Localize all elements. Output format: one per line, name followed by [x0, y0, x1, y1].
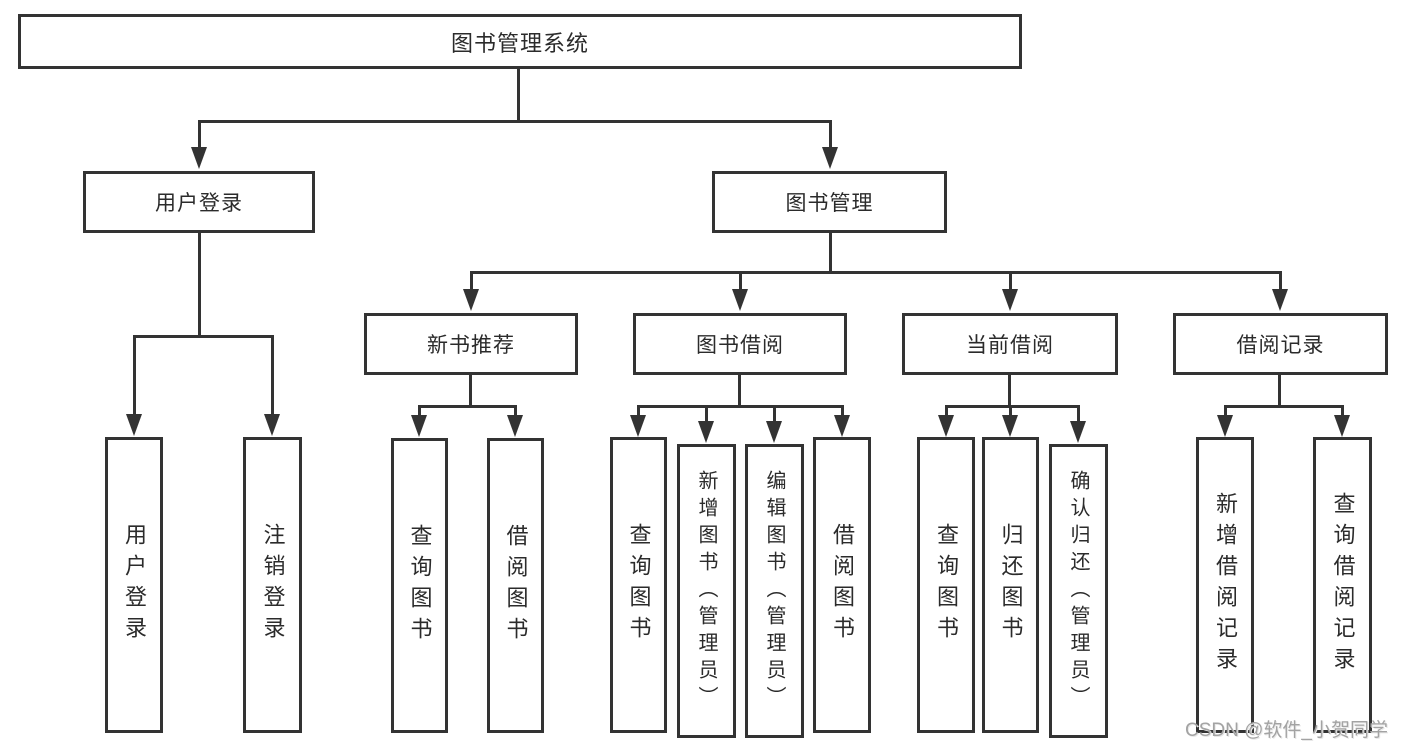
leaf-records-query-record: 查询借阅记录	[1313, 437, 1372, 733]
leaf-borrow-borrow-books: 借阅图书	[813, 437, 871, 733]
leaf-borrow-edit-books-admin: 编辑图书（管理员）	[745, 444, 804, 738]
connector-borrow-edit-stem	[773, 405, 776, 423]
node-borrow-records-label: 借阅记录	[1236, 334, 1325, 357]
connector-current-stem	[1009, 271, 1012, 291]
leaf-recommend-borrow-books-label: 借阅图书	[503, 523, 529, 648]
node-new-book-recommend: 新书推荐	[364, 313, 578, 375]
leaf-borrow-query-books-label: 查询图书	[626, 523, 652, 647]
connector-current-drop	[1008, 375, 1011, 408]
node-book-management: 图书管理	[712, 171, 947, 233]
leaf-current-return-books-label: 归还图书	[998, 523, 1024, 647]
node-borrow-records: 借阅记录	[1173, 313, 1388, 375]
connector-records-drop	[1278, 375, 1281, 408]
connector-recommend-hline	[418, 405, 517, 408]
leaf-logout: 注销登录	[243, 437, 302, 733]
arrowhead-records	[1272, 289, 1288, 311]
connector-borrow-stem	[739, 271, 742, 291]
leaf-borrow-add-books-admin: 新增图书（管理员）	[677, 444, 736, 738]
arrowhead-records-add	[1217, 415, 1233, 437]
leaf-current-return-books: 归还图书	[982, 437, 1039, 733]
arrowhead-borrow-edit	[766, 421, 782, 443]
leaf-current-confirm-return-admin-label: 确认归还（管理员）	[1067, 469, 1089, 713]
leaf-borrow-add-books-admin-label: 新增图书（管理员）	[695, 469, 717, 713]
arrowhead-borrow-add	[698, 421, 714, 443]
arrowhead-borrow	[732, 289, 748, 311]
leaf-current-query-books: 查询图书	[917, 437, 975, 733]
node-current-borrow: 当前借阅	[902, 313, 1118, 375]
connector-user-login-drop	[198, 233, 201, 337]
leaf-user-login: 用户登录	[105, 437, 163, 733]
arrowhead-user-login	[191, 147, 207, 169]
leaf-current-confirm-return-admin: 确认归还（管理员）	[1049, 444, 1108, 738]
connector-borrow-query-stem	[637, 405, 640, 418]
node-root-label: 图书管理系统	[450, 30, 589, 56]
leaf-current-query-books-label: 查询图书	[934, 523, 959, 647]
connector-recommend-borrow-stem	[514, 405, 517, 418]
leaf-recommend-query-books-label: 查询图书	[407, 523, 433, 648]
leaf-records-add-record: 新增借阅记录	[1196, 437, 1254, 733]
connector-records-hline	[1224, 405, 1344, 408]
connector-borrow-add-stem	[705, 405, 708, 423]
connector-records-add-stem	[1224, 405, 1227, 418]
connector-current-hline	[945, 405, 1079, 408]
connector-current-return-stem	[1009, 405, 1012, 418]
csdn-watermark: CSDN @软件_小贺同学	[1185, 720, 1388, 741]
arrowhead-recommend-borrow	[507, 415, 523, 437]
arrowhead-records-query	[1334, 415, 1350, 437]
connector-root-stem	[517, 69, 520, 122]
node-user-login-label: 用户登录	[155, 192, 243, 215]
connector-borrow-drop	[738, 375, 741, 408]
leaf-borrow-borrow-books-label: 借阅图书	[830, 523, 855, 647]
arrowhead-current-query	[938, 415, 954, 437]
arrowhead-leaf-logout	[264, 414, 280, 436]
leaf-records-query-record-label: 查询借阅记录	[1330, 492, 1356, 678]
arrowhead-leaf-login	[126, 414, 142, 436]
connector-borrow-borrow-stem	[841, 405, 844, 418]
connector-user-login-hline	[133, 335, 274, 338]
arrowhead-book-management	[822, 147, 838, 169]
connector-recommend-drop	[469, 375, 472, 408]
connector-borrow-hline	[637, 405, 844, 408]
connector-leaf-logout-stem	[271, 335, 274, 416]
connector-recommend-query-stem	[418, 405, 421, 418]
leaf-recommend-borrow-books: 借阅图书	[487, 438, 544, 733]
connector-records-stem	[1279, 271, 1282, 291]
arrowhead-current-confirm	[1070, 421, 1086, 443]
node-book-borrow: 图书借阅	[633, 313, 847, 375]
connector-root-hline	[198, 120, 832, 123]
arrowhead-current	[1002, 289, 1018, 311]
connector-book-management-stem	[829, 120, 832, 149]
arrowhead-borrow-borrow	[834, 415, 850, 437]
node-current-borrow-label: 当前借阅	[966, 334, 1054, 357]
node-user-login: 用户登录	[83, 171, 315, 233]
arrowhead-borrow-query	[630, 415, 646, 437]
connector-book-management-drop	[829, 233, 832, 273]
leaf-user-login-label: 用户登录	[122, 523, 147, 647]
connector-current-query-stem	[945, 405, 948, 418]
node-root: 图书管理系统	[18, 14, 1022, 69]
leaf-recommend-query-books: 查询图书	[391, 438, 448, 733]
leaf-borrow-query-books: 查询图书	[610, 437, 667, 733]
connector-user-login-stem	[198, 120, 201, 149]
leaf-records-add-record-label: 新增借阅记录	[1213, 492, 1238, 678]
node-book-management-label: 图书管理	[785, 192, 874, 215]
leaf-borrow-edit-books-admin-label: 编辑图书（管理员）	[763, 469, 785, 713]
node-new-book-recommend-label: 新书推荐	[427, 334, 515, 357]
connector-records-query-stem	[1341, 405, 1344, 418]
connector-level3-hline	[470, 271, 1281, 274]
arrowhead-current-return	[1002, 415, 1018, 437]
node-book-borrow-label: 图书借阅	[696, 334, 784, 357]
connector-current-confirm-stem	[1077, 405, 1080, 423]
connector-recommend-stem	[470, 271, 473, 291]
arrowhead-recommend-query	[411, 415, 427, 437]
arrowhead-recommend	[463, 289, 479, 311]
connector-leaf-login-stem	[133, 335, 136, 416]
leaf-logout-label: 注销登录	[260, 523, 286, 647]
